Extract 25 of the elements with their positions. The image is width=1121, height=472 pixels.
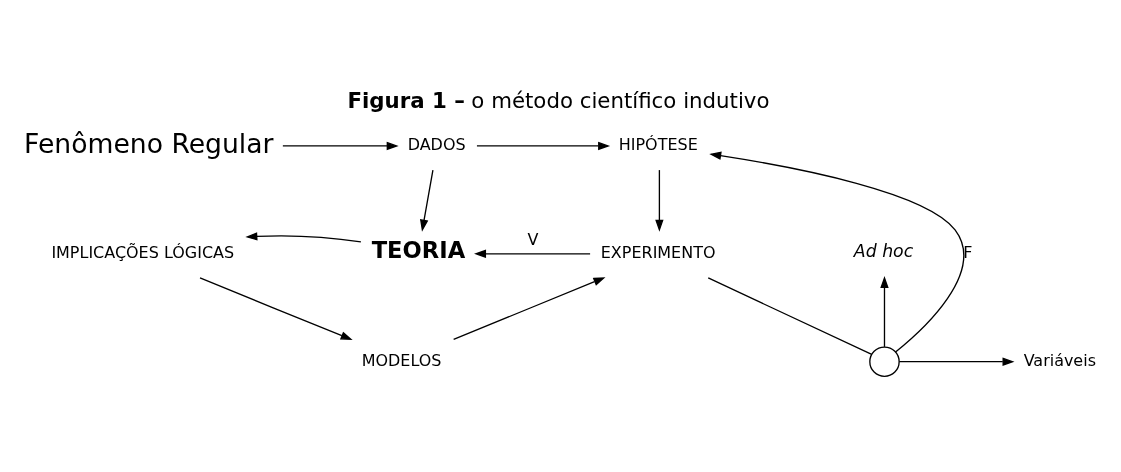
node-text: Fenômeno Regular [24,127,274,159]
arrow [282,141,399,150]
node-text: HIPÓTESE [618,134,698,154]
arrow [245,231,362,243]
arrow [419,168,434,232]
diagram-title: Figura 1 – o método científico indutivo [347,87,770,113]
connector [707,276,873,355]
arrow [476,141,611,150]
arrow [655,168,664,232]
arrow [199,276,353,340]
arrow [452,276,606,340]
edge-label: F [963,242,973,262]
arrow [709,151,965,353]
node-text: EXPERIMENTO [600,242,716,262]
node-text: MODELOS [361,350,442,370]
node-text: DADOS [407,134,466,154]
arrow [898,357,1015,366]
node-text: TEORIA [371,236,466,263]
edge-label: V [527,229,539,249]
arrow [474,249,591,258]
node-text: Ad hoc [853,240,914,261]
node-text: Variáveis [1023,350,1096,370]
node-text: IMPLICAÇÕES LÓGICAS [51,242,235,262]
arrow [880,275,889,348]
node-circle [869,345,900,377]
